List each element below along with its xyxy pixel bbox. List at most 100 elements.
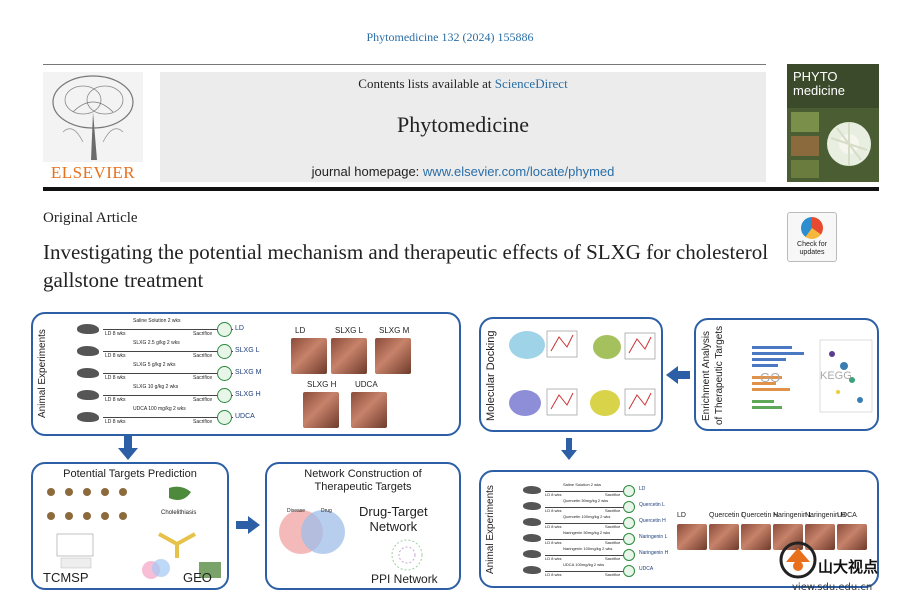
timeline-line	[103, 395, 233, 396]
mouse-icon	[77, 368, 99, 378]
arrow-right-icon	[236, 516, 260, 534]
treatment-label: Saline Solution 2 wks	[133, 318, 181, 324]
header-top-rule	[43, 64, 766, 65]
photo-label: UDCA	[837, 512, 857, 519]
journal-header-box	[160, 72, 766, 182]
sacrifice-label: Sacrifice	[605, 572, 621, 577]
enrichment-label-line1: Enrichment Analysis	[701, 330, 712, 421]
gallbladder-photo	[741, 524, 771, 550]
gallbladder-photo	[709, 524, 739, 550]
group-label: Naringenin L	[639, 534, 668, 540]
gallbladder-photo	[805, 524, 835, 550]
group-marker-icon	[623, 533, 635, 545]
gallbladder-photo	[303, 392, 339, 428]
photo-label: LD	[677, 512, 686, 519]
timeline-line	[103, 351, 233, 352]
journal-cover-image[interactable]: PHYTO medicine	[787, 64, 879, 182]
mouse-icon	[523, 550, 541, 558]
timeline-line	[103, 373, 233, 374]
potential-targets-title: Potential Targets Prediction	[63, 468, 197, 480]
go-label: GO	[760, 370, 781, 385]
gallbladder-photo	[291, 338, 327, 374]
timeline-line	[545, 491, 635, 492]
journal-homepage: journal homepage: www.elsevier.com/locat…	[160, 164, 766, 179]
ld-duration-label: LD 8 wks	[105, 375, 126, 381]
sciencedirect-link[interactable]: ScienceDirect	[494, 76, 568, 91]
sacrifice-label: Sacrifice	[605, 492, 621, 497]
ld-duration-label: LD 8 wks	[105, 331, 126, 337]
venn-diagram	[279, 510, 345, 554]
arrow-down-icon	[561, 438, 577, 460]
geo-label: GEO	[183, 570, 212, 585]
sacrifice-label: Sacrifice	[193, 375, 213, 381]
mouse-icon	[523, 566, 541, 574]
network-title: Network Construction of Therapeutic Targ…	[267, 468, 459, 494]
timeline-line	[103, 417, 233, 418]
treatment-label: SLXG 5 g/kg 2 wks	[133, 362, 176, 368]
sacrifice-label: Sacrifice	[193, 353, 213, 359]
cover-title-line1: PHYTO	[793, 69, 838, 84]
gallbladder-photo	[351, 392, 387, 428]
drug-target-line1: Drug-Target	[359, 504, 428, 519]
sdu-logo-icon	[779, 541, 817, 579]
panel-network-construction: Network Construction of Therapeutic Targ…	[265, 462, 461, 590]
ppi-network-graphic	[391, 539, 423, 571]
ld-duration-label: LD 8 wks	[105, 419, 126, 425]
sacrifice-label: Sacrifice	[605, 556, 621, 561]
elsevier-tree-logo	[43, 72, 143, 184]
mouse-icon	[77, 390, 99, 400]
group-label: Quercetin H	[639, 518, 666, 524]
sacrifice-label: Sacrifice	[605, 540, 621, 545]
journal-citation[interactable]: Phytomedicine 132 (2024) 155886	[366, 30, 534, 44]
photo-label: Quercetin H	[741, 512, 779, 519]
panel-potential-targets: Potential Targets Prediction Cholelithia…	[31, 462, 229, 590]
group-marker-icon	[623, 565, 635, 577]
check-for-updates-button[interactable]: Check for updates	[787, 212, 837, 262]
watermark-url: view.sdu.edu.cn	[792, 582, 873, 593]
ld-duration-label: LD 8 wks	[545, 492, 562, 497]
mouse-icon	[523, 502, 541, 510]
ld-duration-label: LD 8 wks	[545, 540, 562, 545]
publisher-wordmark: ELSEVIER	[50, 163, 136, 182]
group-label: UDCA	[639, 566, 654, 572]
arrow-left-icon	[666, 366, 690, 384]
photo-label: SLXG H	[307, 380, 337, 389]
group-label: Naringenin H	[639, 550, 669, 556]
timeline-line	[545, 523, 635, 524]
ld-duration-label: LD 8 wks	[545, 572, 562, 577]
mouse-icon	[77, 346, 99, 356]
photo-label: Naringenin L	[773, 512, 813, 519]
venn-drug-label: Drug	[321, 508, 332, 514]
network-title-line2: Therapeutic Targets	[314, 481, 412, 493]
check-updates-label: Check for updates	[788, 241, 836, 257]
group-marker-icon	[623, 485, 635, 497]
animal-experiments-top-label: Animal Experiments	[37, 329, 48, 419]
group-label: SLXG L	[235, 347, 260, 354]
article-type: Original Article	[43, 210, 138, 226]
enrichment-label-line2: of Therapeutic Targets	[714, 325, 725, 426]
timeline-line	[545, 571, 635, 572]
group-label: SLXG M	[235, 369, 262, 376]
check-updates-line1: Check for	[797, 241, 827, 248]
venn-disease-label: Disease	[287, 508, 306, 514]
homepage-prefix: journal homepage:	[311, 164, 420, 179]
journal-name: Phytomedicine	[397, 112, 529, 137]
cholelithiasis-label: Cholelithiasis	[161, 510, 197, 516]
gallbladder-photo	[837, 524, 867, 550]
group-marker-icon	[623, 517, 635, 529]
photo-label: SLXG M	[379, 326, 410, 335]
treatment-label: Saline Solution 2 wks	[563, 482, 602, 487]
photo-label: UDCA	[355, 380, 378, 389]
homepage-link[interactable]: www.elsevier.com/locate/phymed	[422, 164, 615, 179]
group-marker-icon	[217, 322, 232, 337]
timeline-line	[545, 539, 635, 540]
mouse-icon	[523, 486, 541, 494]
ld-duration-label: LD 8 wks	[545, 508, 562, 513]
ld-duration-label: LD 8 wks	[545, 524, 562, 529]
treatment-label: Naringenin 100mg/kg 2 wks	[563, 546, 613, 551]
animal-experiments-bottom-label: Animal Experiments	[485, 485, 496, 575]
treatment-label: Naringenin 50mg/kg 2 wks	[563, 530, 611, 535]
molecular-docking-label: Molecular Docking	[485, 330, 497, 421]
mouse-icon	[523, 518, 541, 526]
timeline-line	[545, 555, 635, 556]
